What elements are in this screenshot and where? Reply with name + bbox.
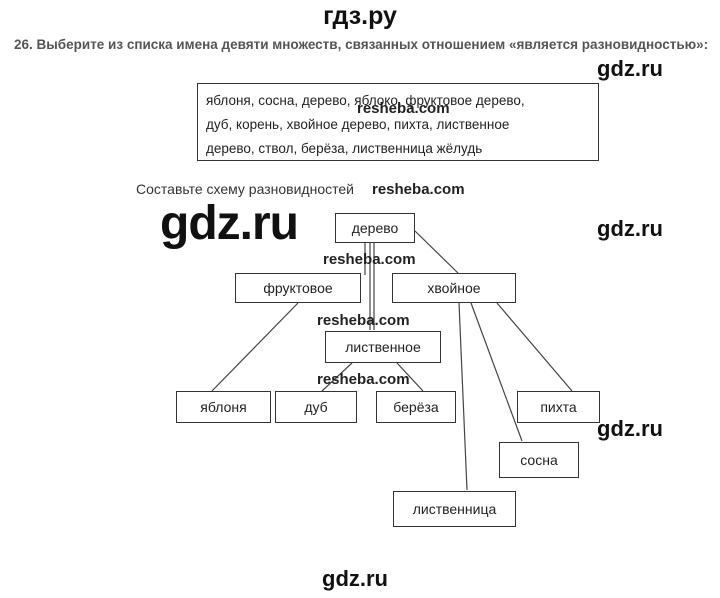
watermark-gdz: gdz.ru <box>597 416 663 441</box>
word-list-box: яблоня, сосна, дерево, яблоко, фруктовое… <box>197 83 599 161</box>
connector-line <box>470 302 523 442</box>
watermark-gdz: gdz.ru <box>322 566 388 591</box>
node-sosna: сосна <box>499 442 579 478</box>
word-list-line: дуб, корень, хвойное дерево, пихта, лист… <box>206 117 510 132</box>
task-text: 26. Выберите из списка имена девяти множ… <box>14 37 709 52</box>
watermark-resheba: resheba.com <box>372 181 465 198</box>
word-list-line: дерево, ствол, берёза, лиственница жёлуд… <box>206 141 483 156</box>
node-yablonya: яблоня <box>176 391 271 423</box>
connector-line <box>458 302 468 491</box>
watermark-resheba: resheba.com <box>317 312 410 329</box>
watermark-gdz: gdz.ru <box>597 56 663 81</box>
scheme-caption: Составьте схему разновидностей <box>136 181 354 197</box>
watermark-gdz: gdz.ru <box>597 216 663 241</box>
node-listvennoe: лиственное <box>325 331 441 363</box>
node-fruktovoe: фруктовое <box>235 273 361 303</box>
connector-line <box>496 302 573 392</box>
node-derevo: дерево <box>335 213 415 243</box>
watermark-resheba: resheba.com <box>323 251 416 268</box>
node-dub: дуб <box>275 391 357 423</box>
node-pihta: пихта <box>517 391 600 423</box>
connector-line <box>211 302 299 392</box>
watermark-gdz-large: gdz.ru <box>160 197 299 250</box>
watermark-top: гдз.ру <box>323 2 397 30</box>
node-hvoinoe: хвойное <box>392 273 516 303</box>
node-bereza: берёза <box>376 391 456 423</box>
connector-line <box>321 362 353 392</box>
node-listvennica: лиственница <box>393 491 516 527</box>
watermark-resheba: resheba.com <box>357 100 450 117</box>
word-list-line: яблоня, сосна, дерево, яблоко, фруктовое… <box>206 93 525 108</box>
watermark-resheba: resheba.com <box>317 371 410 388</box>
connector-line <box>396 362 424 392</box>
connector-line <box>414 230 461 276</box>
